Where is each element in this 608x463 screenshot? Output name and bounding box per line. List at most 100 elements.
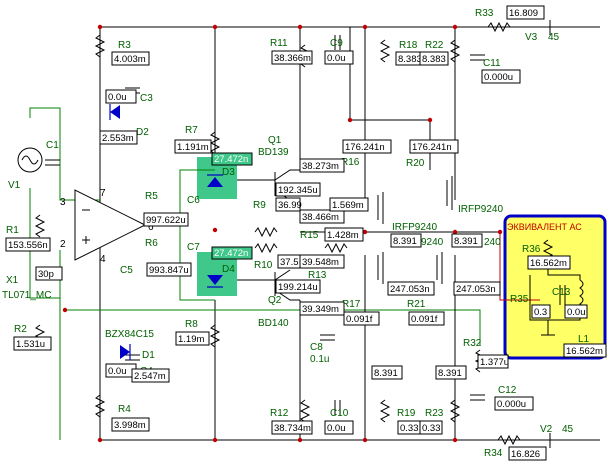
svg-text:16.562m: 16.562m <box>530 258 567 269</box>
meter-r2: 1.531u <box>13 336 52 351</box>
meter-c9: 0.0u <box>324 50 354 65</box>
label-r36: R36 <box>522 244 541 255</box>
svg-text:38.273m: 38.273m <box>302 161 339 172</box>
label-r4: R4 <box>118 404 131 415</box>
label-q1: Q1 <box>268 135 282 146</box>
label-v1: V1 <box>8 180 21 191</box>
v1-sine <box>21 155 39 165</box>
source-wire-green <box>29 107 100 201</box>
label-v3-value: 45 <box>548 32 560 43</box>
feedback-loop-green <box>65 309 481 345</box>
label-r7: R7 <box>185 125 198 136</box>
svg-text:39.548m: 39.548m <box>302 257 339 268</box>
label-q1-type: BD139 <box>258 147 289 158</box>
label-d1: D1 <box>142 350 155 361</box>
r15-body <box>324 242 348 254</box>
d3-diode <box>207 177 223 187</box>
svg-text:0.0u: 0.0u <box>108 366 127 377</box>
node-dot <box>452 229 458 235</box>
label-r21: R21 <box>407 299 426 310</box>
label-r19: R19 <box>397 408 416 419</box>
r34-body <box>497 434 521 446</box>
svg-text:1.19m: 1.19m <box>178 334 204 345</box>
meter-r13: 39.349m <box>299 301 345 316</box>
label-d3: D3 <box>222 167 235 178</box>
label-r34: R34 <box>484 448 503 459</box>
node-dot <box>297 437 303 443</box>
label-r10: R10 <box>254 260 273 271</box>
meter-r7: 1.191m <box>174 139 212 154</box>
r3-body <box>94 34 106 58</box>
node-dot <box>362 437 368 443</box>
meter-bot-mos: 8.391 <box>371 365 403 380</box>
meter-r9c: 1.569m <box>329 197 369 212</box>
r9-body <box>254 226 278 238</box>
label-r33: R33 <box>475 8 494 19</box>
svg-text:247.053n: 247.053n <box>456 284 496 295</box>
pin-2: 2 <box>60 239 66 250</box>
meter-c5: 30p <box>35 266 63 281</box>
meter-c10: 0.0u <box>324 420 354 435</box>
node-dot <box>362 229 368 235</box>
label-r5: R5 <box>145 191 158 202</box>
meter-r18: 8.383 <box>395 51 422 66</box>
label-c7: C7 <box>187 242 200 253</box>
meter-d4: 27.472n <box>211 246 253 260</box>
node-dot <box>62 307 68 313</box>
svg-text:16.826: 16.826 <box>511 449 540 460</box>
r8-body <box>209 324 221 348</box>
label-x1-type: TL071_MC <box>2 290 51 301</box>
meter-q1-e: 192.345u <box>275 182 321 197</box>
meter-r36: 16.562m <box>527 255 571 270</box>
label-q2-type: BD140 <box>258 318 289 329</box>
label-mosfet-bot2: 240 <box>484 237 501 248</box>
node-dot <box>97 437 103 443</box>
label-r12: R12 <box>270 408 289 419</box>
label-r6: R6 <box>145 238 158 249</box>
meter-c13: 0.0u <box>564 304 588 319</box>
meter-d2: 2.553m <box>99 130 138 145</box>
label-d4: D4 <box>222 264 235 275</box>
label-v2: V2 <box>540 424 553 435</box>
speaker-equivalent-panel <box>503 214 607 360</box>
label-r15: R15 <box>300 230 319 241</box>
meter-r15: 1.428m <box>324 227 364 242</box>
meter-r23: 0.33 <box>419 420 443 435</box>
meter-l1: 16.562m <box>563 343 607 358</box>
panel-title: ЭКВИВАЛЕНТ АС <box>507 222 582 232</box>
svg-text:8.383: 8.383 <box>422 54 446 65</box>
meter-c3: 0.0u <box>105 89 137 104</box>
meter-r16: 176.241n <box>342 139 392 154</box>
opamp-x1 <box>74 189 147 261</box>
meter-d1: 2.547m <box>131 368 170 383</box>
meter-r35b: 247.053n <box>453 281 501 296</box>
svg-text:16.809: 16.809 <box>509 8 538 19</box>
label-c11: C11 <box>483 58 501 69</box>
svg-text:176.241n: 176.241n <box>412 142 452 153</box>
svg-text:0.0u: 0.0u <box>327 423 346 434</box>
label-d1-type: BZX84C15 <box>105 329 154 340</box>
svg-text:8.383: 8.383 <box>398 54 422 65</box>
r4-body <box>94 394 106 418</box>
label-r20: R20 <box>406 158 425 169</box>
meter-r22: 8.383 <box>419 51 449 66</box>
svg-text:1.428m: 1.428m <box>327 230 359 241</box>
node-dot <box>362 24 368 30</box>
label-r23: R23 <box>425 408 444 419</box>
svg-text:247.053n: 247.053n <box>390 284 430 295</box>
svg-text:30p: 30p <box>38 269 54 280</box>
label-c10: C10 <box>330 408 349 419</box>
meter-r19: 0.33 <box>397 420 421 435</box>
svg-text:1.191m: 1.191m <box>177 142 209 153</box>
node-dot <box>97 24 103 30</box>
svg-text:1.569m: 1.569m <box>332 200 364 211</box>
svg-text:199.214u: 199.214u <box>278 282 318 293</box>
meter-r6: 993.847u <box>146 262 192 277</box>
svg-text:3.998m: 3.998m <box>114 420 146 431</box>
svg-text:0.091f: 0.091f <box>411 314 438 325</box>
label-c13: C13 <box>552 287 571 298</box>
svg-text:2.553m: 2.553m <box>102 133 134 144</box>
meter-d3: 27.472n <box>211 152 253 166</box>
